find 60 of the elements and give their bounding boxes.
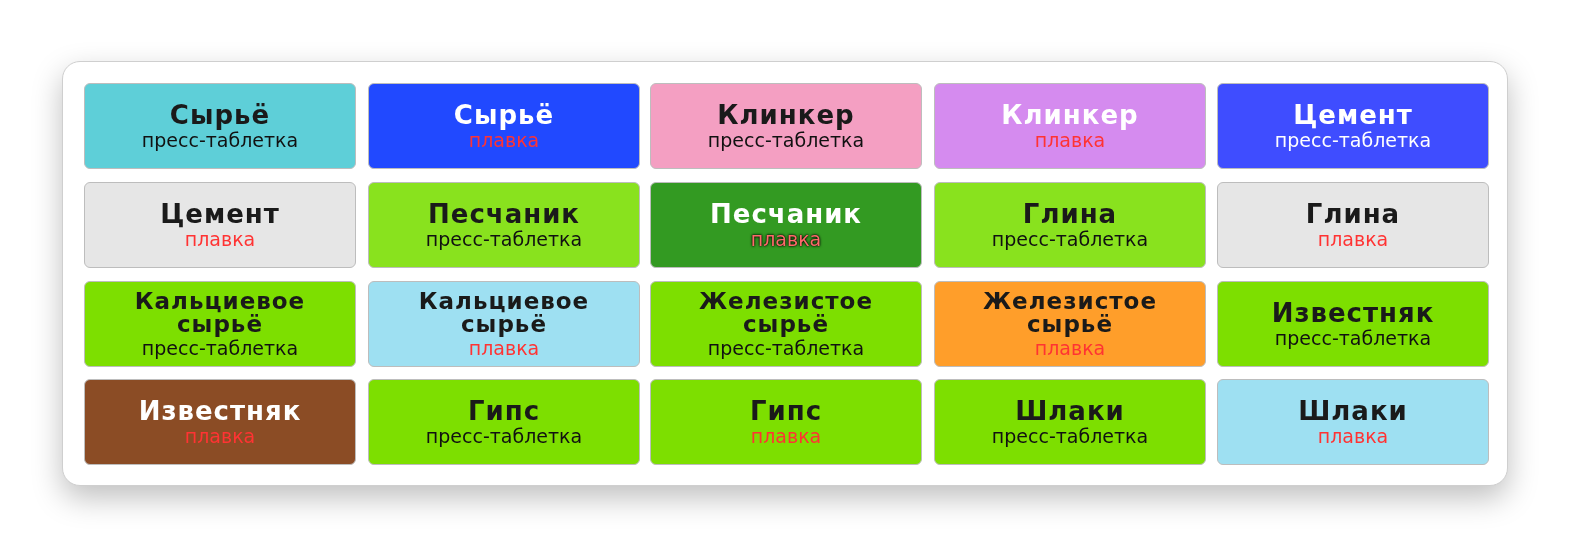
sample-card	[934, 379, 1206, 465]
material-name: Глина	[1022, 200, 1118, 227]
material-name: Клинкер	[1001, 101, 1139, 128]
sample-type: пресс-таблетка	[141, 129, 299, 151]
material-name: Сырьё	[169, 101, 271, 128]
material-name: Кальциевое сырьё	[417, 289, 591, 336]
sample-card	[1217, 379, 1489, 465]
sample-card	[84, 182, 356, 268]
sample-card	[368, 83, 640, 169]
material-name: Известняк	[138, 397, 302, 424]
sample-type: плавка	[750, 228, 822, 250]
sample-type: пресс-таблетка	[1274, 327, 1432, 349]
sample-type: пресс-таблетка	[425, 425, 583, 447]
sample-type: плавка	[1034, 337, 1106, 359]
material-name: Кальциевое сырьё	[133, 289, 307, 336]
sample-card	[368, 281, 640, 367]
material-name: Цемент	[1293, 101, 1413, 128]
sample-card	[934, 83, 1206, 169]
sample-type: пресс-таблетка	[991, 228, 1149, 250]
material-name: Клинкер	[717, 101, 855, 128]
sample-type: плавка	[184, 425, 256, 447]
sample-type: пресс-таблетка	[707, 129, 865, 151]
sample-type: пресс-таблетка	[141, 337, 299, 359]
material-name: Гипс	[467, 397, 541, 424]
sample-type: плавка	[468, 129, 540, 151]
material-name: Гипс	[749, 397, 823, 424]
sample-type: плавка	[1317, 228, 1389, 250]
material-name: Песчаник	[428, 200, 580, 227]
material-name: Цемент	[160, 200, 280, 227]
sample-card	[1217, 281, 1489, 367]
sample-card	[1217, 83, 1489, 169]
sample-card	[650, 281, 922, 367]
sample-card	[650, 182, 922, 268]
sample-card	[84, 281, 356, 367]
sample-type: плавка	[468, 337, 540, 359]
sample-card	[368, 379, 640, 465]
sample-type: пресс-таблетка	[707, 337, 865, 359]
material-name: Известняк	[1271, 299, 1435, 326]
sample-type: плавка	[1317, 425, 1389, 447]
sample-card	[650, 83, 922, 169]
sample-type: пресс-таблетка	[991, 425, 1149, 447]
sample-type: плавка	[750, 425, 822, 447]
material-name: Сырьё	[453, 101, 555, 128]
material-name: Песчаник	[710, 200, 862, 227]
sample-card	[934, 182, 1206, 268]
sample-type: пресс-таблетка	[425, 228, 583, 250]
sample-type: пресс-таблетка	[1274, 129, 1432, 151]
sample-card	[934, 281, 1206, 367]
material-name: Железистое сырьё	[981, 289, 1158, 336]
sample-card	[84, 83, 356, 169]
sample-type: плавка	[1034, 129, 1106, 151]
material-name: Шлаки	[1298, 397, 1408, 424]
sample-card	[650, 379, 922, 465]
sample-type: плавка	[184, 228, 256, 250]
sample-card	[368, 182, 640, 268]
material-name: Железистое сырьё	[697, 289, 874, 336]
material-name: Глина	[1305, 200, 1401, 227]
sample-card	[84, 379, 356, 465]
material-name: Шлаки	[1015, 397, 1125, 424]
sample-card	[1217, 182, 1489, 268]
